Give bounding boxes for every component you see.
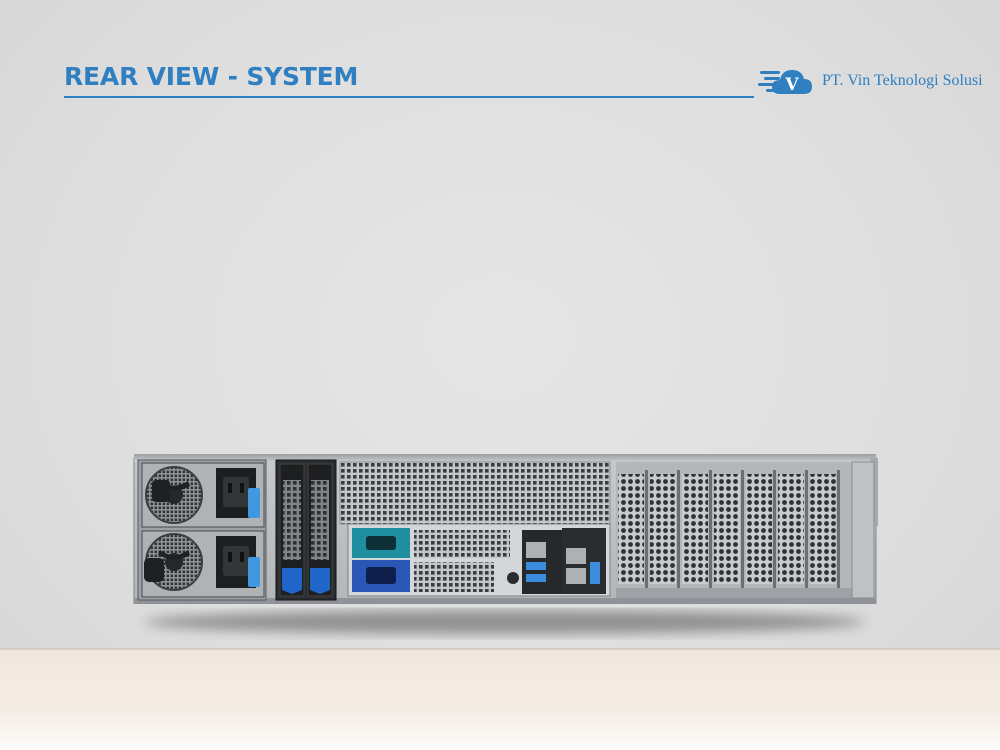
- expansion-slots: [616, 461, 875, 599]
- network-icon: [526, 542, 546, 558]
- power-supply-1: [141, 462, 265, 528]
- io-shield: [347, 523, 611, 597]
- company-name: PT. Vin Teknologi Solusi: [822, 72, 983, 89]
- power-supply-2: [141, 530, 265, 598]
- drive-bay: [275, 459, 337, 601]
- title-underline: [64, 96, 754, 98]
- cloud-icon: V: [758, 70, 812, 95]
- shelf-fade: [0, 700, 1000, 750]
- company-logo: V PT. Vin Teknologi Solusi: [758, 60, 988, 100]
- usb-icon: [526, 562, 546, 570]
- page-title: REAR VIEW - SYSTEM: [64, 62, 359, 91]
- svg-text:V: V: [784, 75, 799, 95]
- server-rear-panel: [133, 454, 878, 634]
